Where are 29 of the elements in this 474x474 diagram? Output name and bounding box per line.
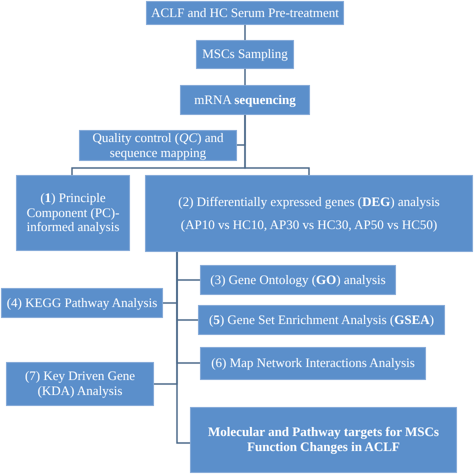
box-label: (6) Map Network Interactions Analysis — [211, 356, 415, 371]
box-label: Quality control (QC) and sequence mapping — [91, 130, 225, 160]
box-label: (2) Differentially expressed genes (DEG) analysis — [178, 194, 440, 210]
process-box — [200, 347, 426, 380]
box-label: (3) Gene Ontology (GO) analysis — [210, 272, 386, 288]
process-box — [198, 305, 445, 335]
process-box — [196, 40, 294, 69]
process-box — [180, 85, 310, 115]
connector-line — [244, 25, 246, 40]
process-box — [146, 1, 344, 25]
box-label: mRNA sequencing — [194, 92, 296, 108]
process-box — [145, 175, 473, 252]
process-box — [16, 175, 130, 251]
box-label: (5) Gene Set Enrichment Analysis (GSEA) — [209, 312, 434, 328]
process-box — [6, 362, 154, 406]
connector-line — [244, 115, 310, 175]
process-box — [200, 265, 396, 295]
box-label: (1) Principle Component (PC)-informed analysis — [26, 190, 120, 236]
process-box — [1, 288, 163, 318]
process-box — [79, 130, 237, 161]
process-box — [190, 407, 457, 473]
box-label: (4) KEGG Pathway Analysis — [6, 296, 158, 310]
box-label: Molecular and Pathway targets for MSCs Function Changes in ACLF — [207, 425, 440, 455]
box-label: MSCs Sampling — [202, 47, 288, 62]
box-label: (AP10 vs HC10, AP30 vs HC30, AP50 vs HC50) — [180, 218, 438, 232]
box-label: ACLF and HC Serum Pre-treatment — [151, 6, 339, 20]
connector-line — [244, 69, 246, 85]
connector-line — [176, 252, 190, 444]
box-label: (7) Key Driven Gene (KDA) Analysis — [24, 369, 136, 399]
